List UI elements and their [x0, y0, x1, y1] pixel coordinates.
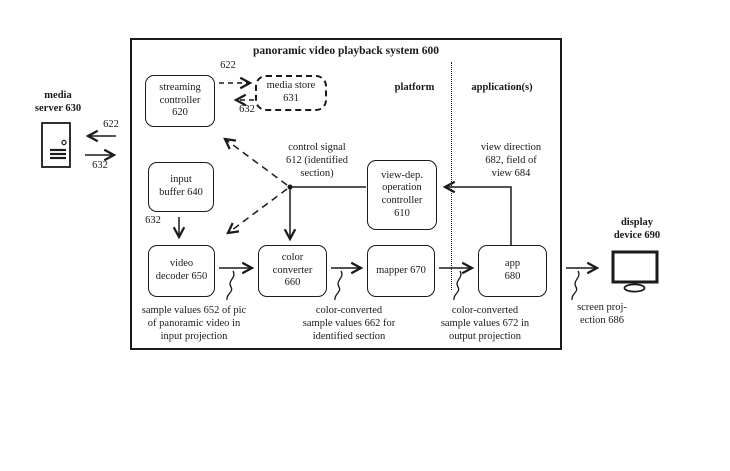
ref-622-media-server: 622 — [103, 119, 119, 130]
diagram-title: panoramic video playback system 600 — [253, 45, 439, 57]
leader-squiggle-686 — [571, 270, 580, 301]
screen-projection-686-label: screen proj- ection 686 — [577, 302, 627, 326]
sample-values-652-label: sample values 652 of pic of panoramic vi… — [141, 305, 247, 342]
leader-squiggle-662 — [334, 270, 343, 301]
ref-632-media-server: 632 — [92, 160, 108, 171]
media-server-icon — [41, 122, 71, 168]
node-view-dep-operation-controller-610: view-dep. operation controller 610 — [367, 160, 437, 230]
sample-values-672-label: color-converted sample values 672 in out… — [440, 305, 530, 342]
platform-application-divider — [451, 62, 452, 290]
dashed-arrow-junction-to-streaming-controller — [223, 137, 288, 186]
leader-squiggle-652 — [226, 270, 235, 301]
ref-632-media-store: 632 — [239, 104, 255, 115]
dashed-arrow-junction-to-video-decoder — [226, 188, 288, 235]
platform-region-label: platform — [394, 82, 435, 93]
node-streaming-controller-620: streaming controller 620 — [145, 75, 215, 127]
display-device-icon — [611, 250, 659, 293]
node-app-680: app 680 — [478, 245, 547, 297]
leader-squiggle-672 — [453, 270, 462, 301]
node-color-converter-660: color converter 660 — [258, 245, 327, 297]
control-signal-612-label: control signal 612 (identified section) — [285, 142, 349, 179]
control-signal-junction — [287, 184, 293, 190]
applications-region-label: application(s) — [471, 82, 533, 93]
arrow-app-to-controller — [442, 180, 512, 245]
node-mapper-670: mapper 670 — [367, 245, 435, 297]
node-input-buffer-640: input buffer 640 — [148, 162, 214, 212]
ref-622-media-store: 622 — [220, 60, 236, 71]
system-boundary-box — [130, 38, 562, 350]
node-video-decoder-650: video decoder 650 — [148, 245, 215, 297]
ref-632-input-buffer: 632 — [145, 215, 161, 226]
display-device-label: display device 690 — [613, 217, 661, 241]
view-direction-682-684-label: view direction 682, field of view 684 — [480, 142, 542, 179]
node-media-store-631: media store 631 — [255, 75, 327, 111]
sample-values-662-label: color-converted sample values 662 for id… — [302, 305, 396, 342]
media-server-label: media server 630 — [34, 90, 82, 114]
